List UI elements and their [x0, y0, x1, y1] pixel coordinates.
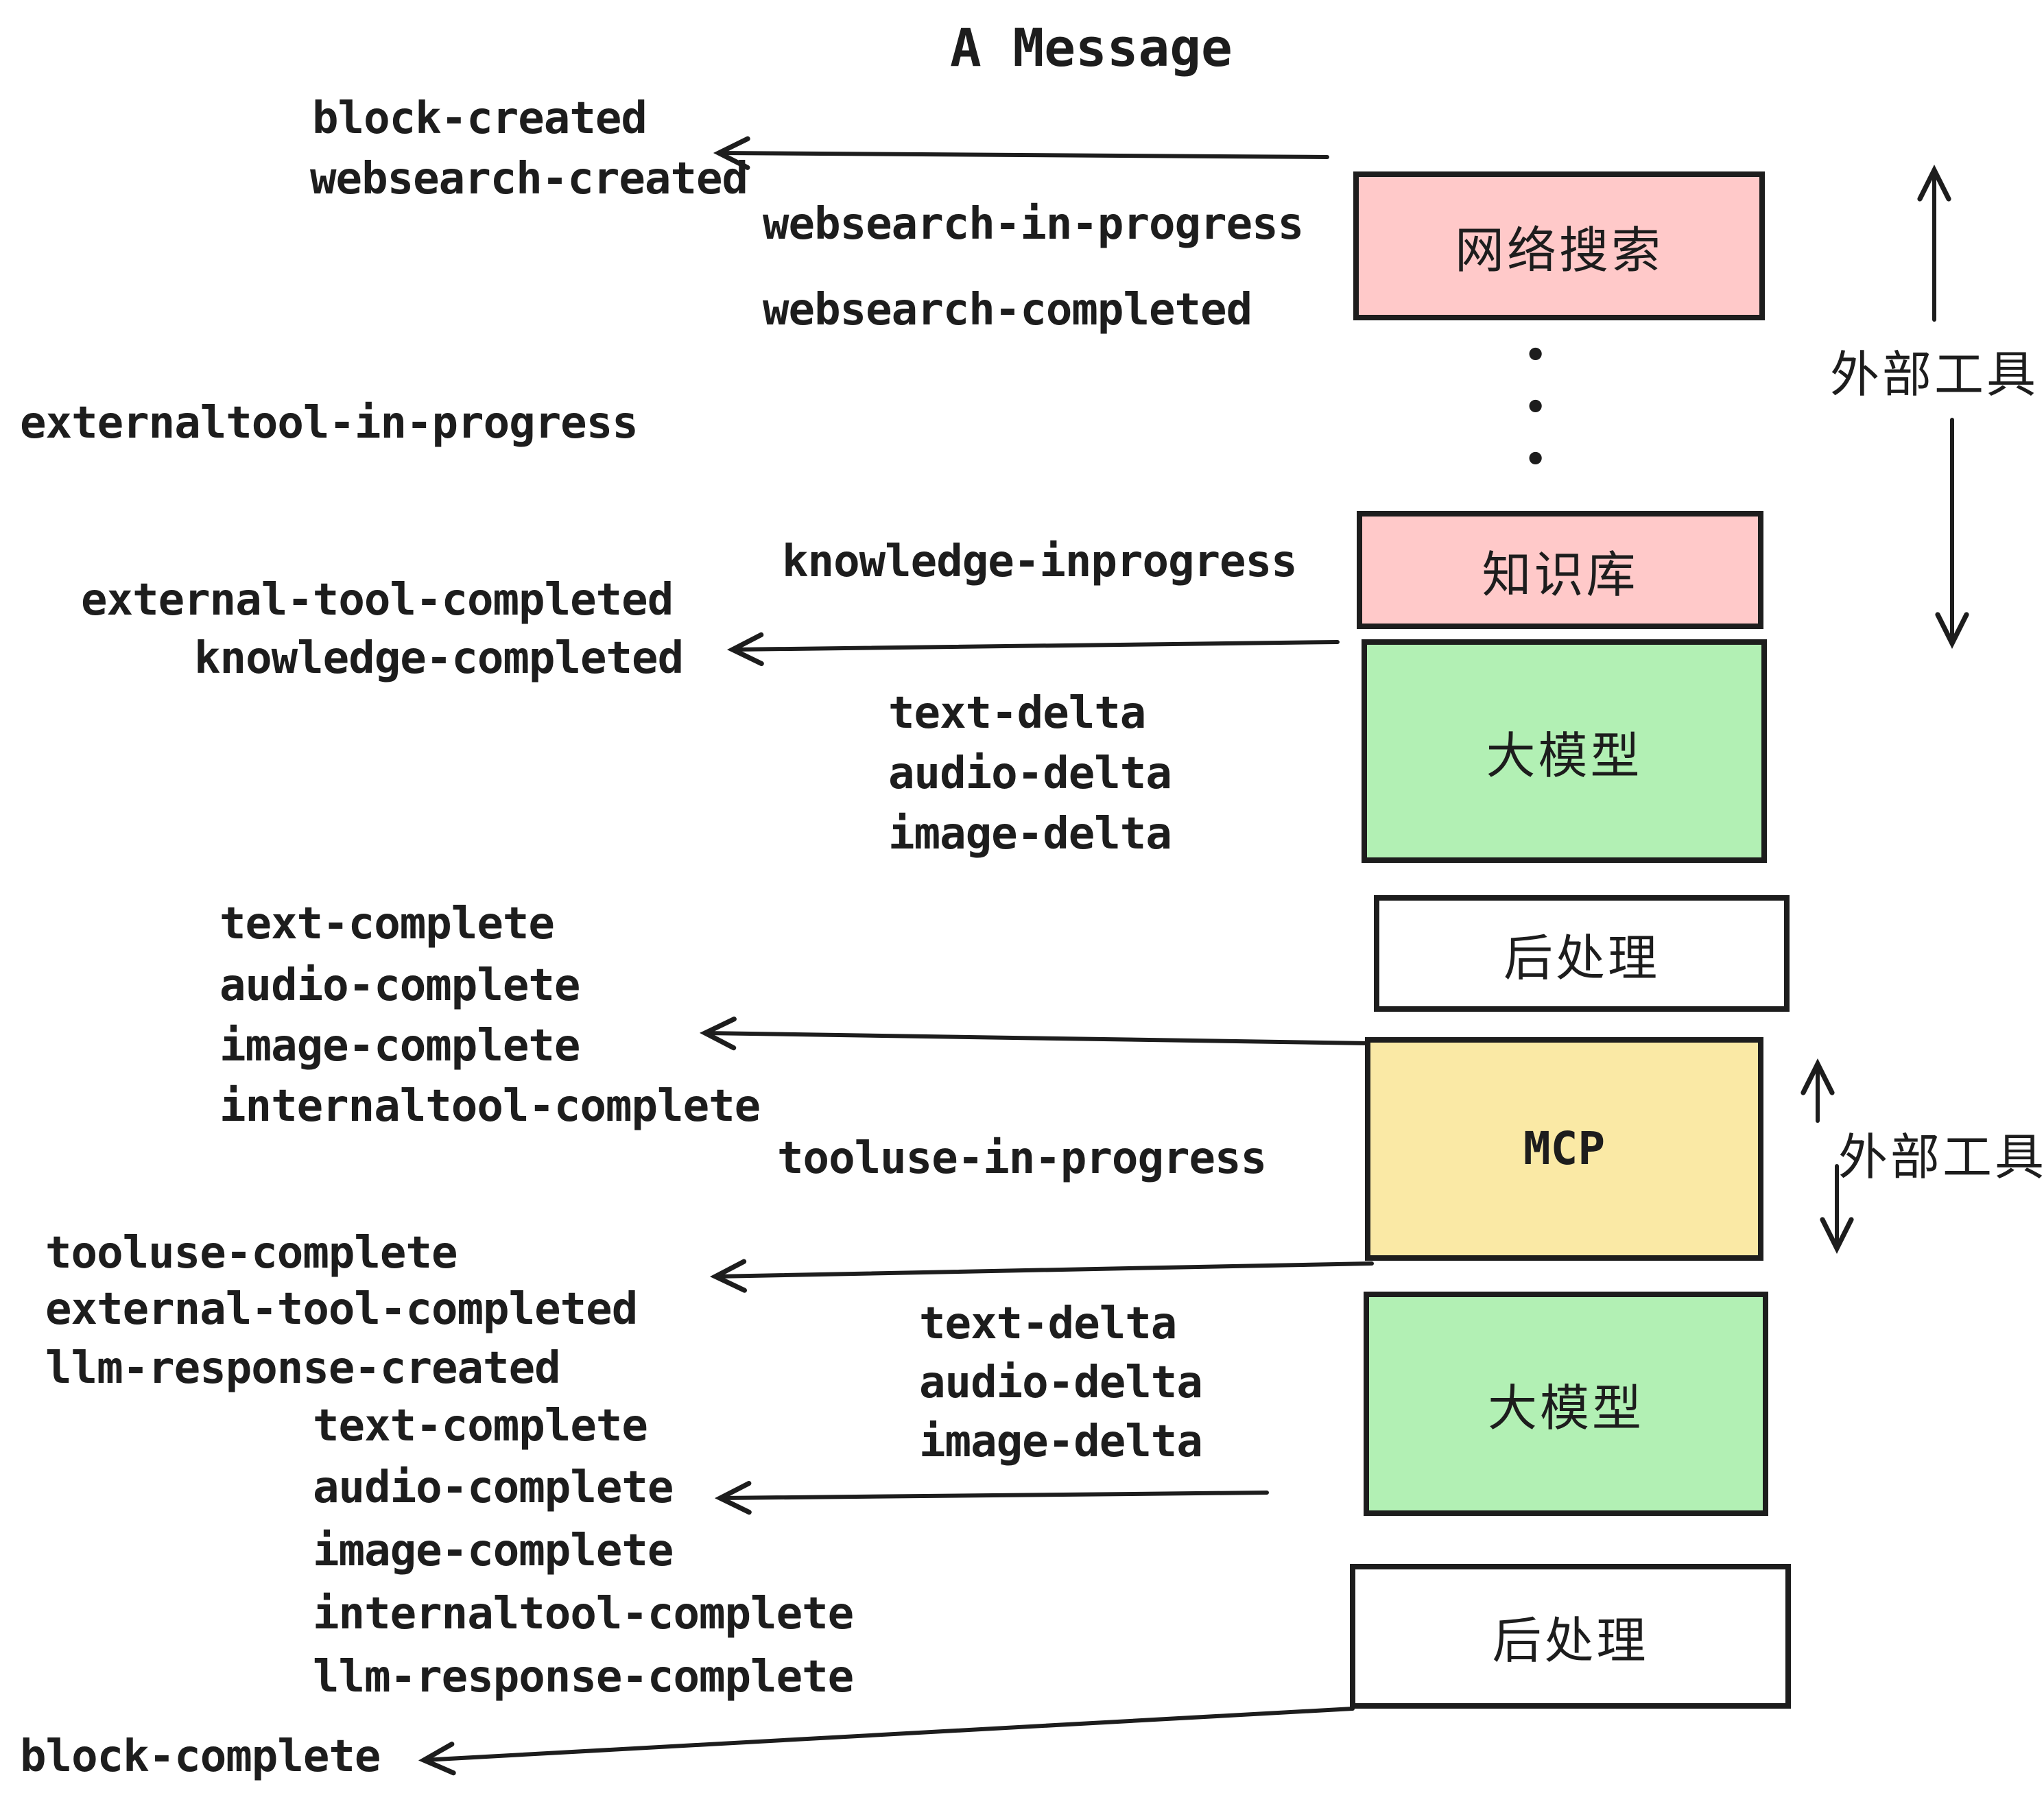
event-websearch-completed: websearch-completed: [763, 285, 1252, 335]
event-audio-delta-2: audio-delta: [919, 1357, 1203, 1408]
box-postprocess-1-label: 后处理: [1503, 929, 1660, 987]
side-label-external-tools-2: 外部工具: [1838, 1128, 2044, 1186]
arrow-to-block-created: [713, 136, 1329, 170]
arrow-to-knowledge-completed: [726, 632, 1340, 667]
event-external-tool-completed: external-tool-completed: [81, 575, 674, 626]
box-postprocess-2: 后处理: [1350, 1564, 1791, 1709]
event-audio-complete-2: audio-complete: [313, 1462, 674, 1513]
event-llm-response-complete: llm-response-complete: [313, 1652, 854, 1702]
event-external-tool-completed-2: external-tool-completed: [45, 1284, 638, 1335]
box-knowledge: 知识库: [1357, 511, 1763, 629]
event-text-delta-2: text-delta: [919, 1298, 1177, 1349]
side-label-external-tools-1: 外部工具: [1830, 346, 2039, 403]
box-postprocess-1: 后处理: [1374, 895, 1790, 1012]
box-postprocess-2-label: 后处理: [1492, 1612, 1649, 1670]
event-internaltool-complete: internaltool-complete: [219, 1081, 761, 1132]
box-websearch-label: 网络搜索: [1454, 222, 1663, 279]
arrow-to-block-complete: [418, 1707, 1355, 1776]
box-mcp-label: MCP: [1523, 1122, 1606, 1175]
event-image-delta: image-delta: [888, 809, 1172, 859]
event-tooluse-in-progress: tooluse-in-progress: [777, 1133, 1267, 1184]
arrow-to-audio-complete: [714, 1480, 1269, 1515]
event-websearch-created: websearch-created: [310, 154, 748, 204]
event-text-complete: text-complete: [219, 899, 555, 949]
event-tooluse-complete: tooluse-complete: [45, 1228, 457, 1279]
arrow-to-image-complete: [699, 1017, 1370, 1051]
event-text-complete-2: text-complete: [313, 1401, 648, 1451]
event-block-complete: block-complete: [20, 1731, 381, 1782]
ellipsis-dot: •: [1524, 439, 1547, 480]
event-knowledge-completed: knowledge-completed: [194, 633, 684, 684]
box-websearch: 网络搜索: [1353, 171, 1765, 320]
event-externaltool-in-progress: externaltool-in-progress: [20, 398, 639, 449]
event-websearch-in-progress: websearch-in-progress: [763, 199, 1304, 250]
vertical-ellipsis-icon: • • •: [1524, 337, 1547, 477]
ellipsis-dot: •: [1524, 387, 1547, 428]
event-internaltool-complete-2: internaltool-complete: [313, 1589, 854, 1639]
box-llm-2: 大模型: [1364, 1292, 1768, 1516]
box-llm-1-label: 大模型: [1486, 726, 1643, 785]
event-image-complete-2: image-complete: [313, 1526, 674, 1576]
box-llm-2-label: 大模型: [1487, 1379, 1644, 1437]
event-image-delta-2: image-delta: [919, 1416, 1203, 1467]
box-knowledge-label: 知识库: [1482, 545, 1639, 604]
event-image-complete: image-complete: [219, 1021, 580, 1071]
event-text-delta: text-delta: [888, 688, 1146, 739]
event-llm-response-created: llm-response-created: [45, 1343, 561, 1394]
box-mcp: MCP: [1365, 1037, 1763, 1261]
arrow-to-tooluse-complete: [709, 1259, 1374, 1293]
event-block-created: block-created: [312, 93, 647, 144]
diagram-title: A Message: [950, 17, 1233, 78]
event-knowledge-inprogress: knowledge-inprogress: [782, 536, 1298, 587]
event-audio-complete: audio-complete: [219, 960, 580, 1011]
box-llm-1: 大模型: [1362, 639, 1767, 863]
event-audio-delta: audio-delta: [888, 748, 1172, 799]
ellipsis-dot: •: [1524, 335, 1547, 376]
